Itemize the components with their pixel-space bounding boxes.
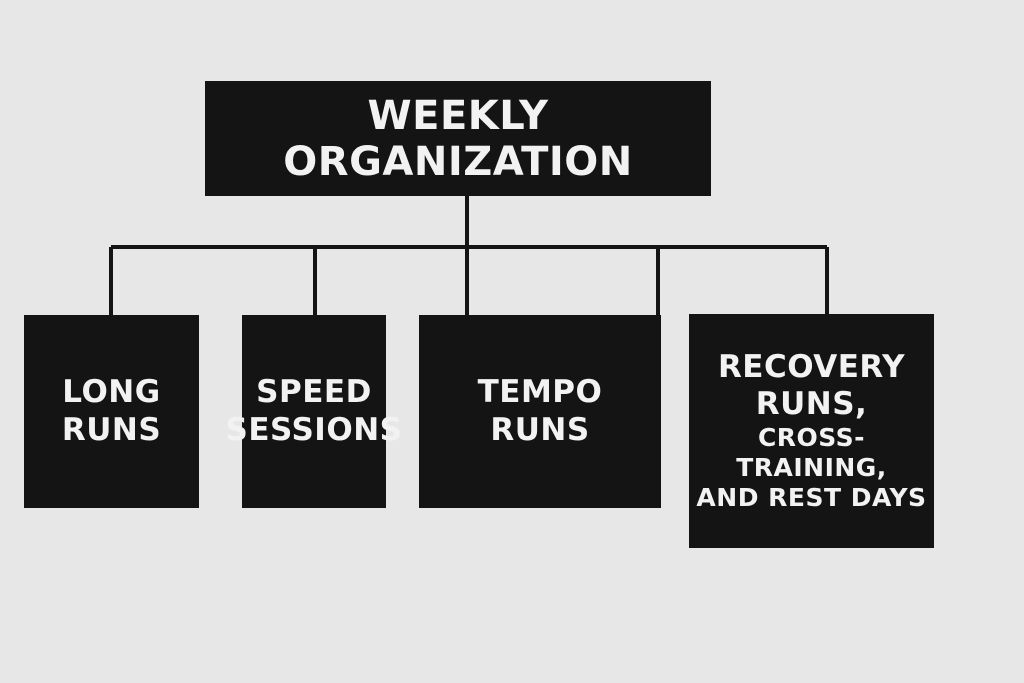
root-node-label: WEEKLY ORGANIZATION (283, 92, 633, 185)
node-label-line: RUNS, (755, 386, 868, 422)
root-node: WEEKLY ORGANIZATION (205, 81, 711, 196)
node-label-line: RUNS (61, 411, 162, 448)
node-label-line: TEMPO (477, 374, 603, 411)
node-speed-sessions: SPEED SESSIONS (226, 315, 402, 508)
node-label-line: CROSS-TRAINING, (736, 423, 887, 483)
node-label-line: AND REST DAYS (696, 483, 927, 513)
node-label-line: RUNS (490, 411, 590, 448)
node-label-line: SESSIONS (225, 411, 403, 448)
node-label-line: RECOVERY (717, 348, 906, 385)
node-recovery-cross-training-rest: RECOVERY RUNS, CROSS-TRAINING, AND REST … (689, 314, 934, 548)
node-tempo-runs: TEMPO RUNS (419, 315, 661, 508)
node-label-line: LONG (62, 374, 161, 411)
node-long-runs: LONG RUNS (24, 315, 199, 508)
node-label-line: SPEED (256, 374, 372, 411)
